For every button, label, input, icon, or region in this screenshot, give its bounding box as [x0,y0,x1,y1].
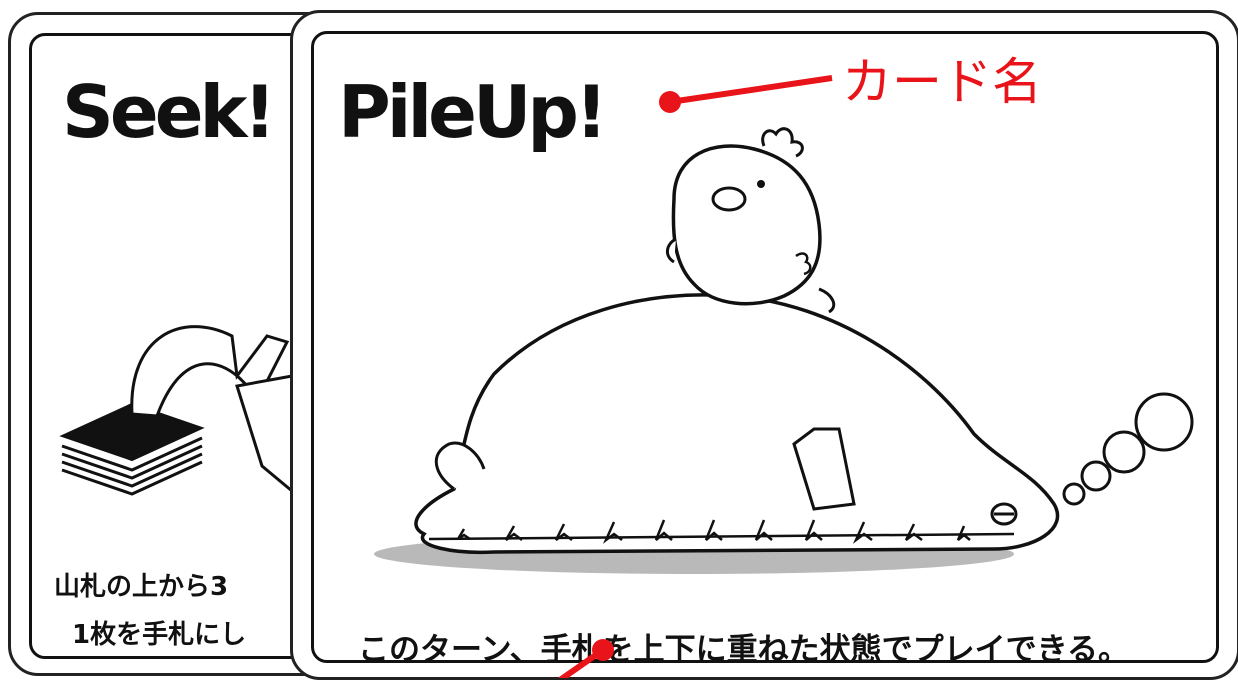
card-description-line1: 山札の上から3 [54,572,229,602]
card-pileup: PileUp! [290,10,1238,680]
card-illustration [374,127,1194,574]
card-description: このターン、手札を上下に重ねた状態でプレイできる。 [358,632,1129,663]
curved-arrow-icon [130,325,290,418]
card-seek-frame: Seek! 山札の上から3 1枚を手札にし [29,33,347,659]
card-pileup-frame: PileUp! [311,31,1219,663]
card-stack-illustration [59,325,304,496]
card-description-line2: 1枚を手札にし [72,620,247,650]
sleeping-creature [414,293,1060,555]
chick-character [666,127,836,314]
annotation-label-card-name: カード名 [842,53,1042,111]
card-stack-icon [59,402,205,496]
card-title: PileUp! [338,70,608,154]
card-title: Seek! [62,70,276,154]
thought-bubble-icon [1062,392,1194,506]
